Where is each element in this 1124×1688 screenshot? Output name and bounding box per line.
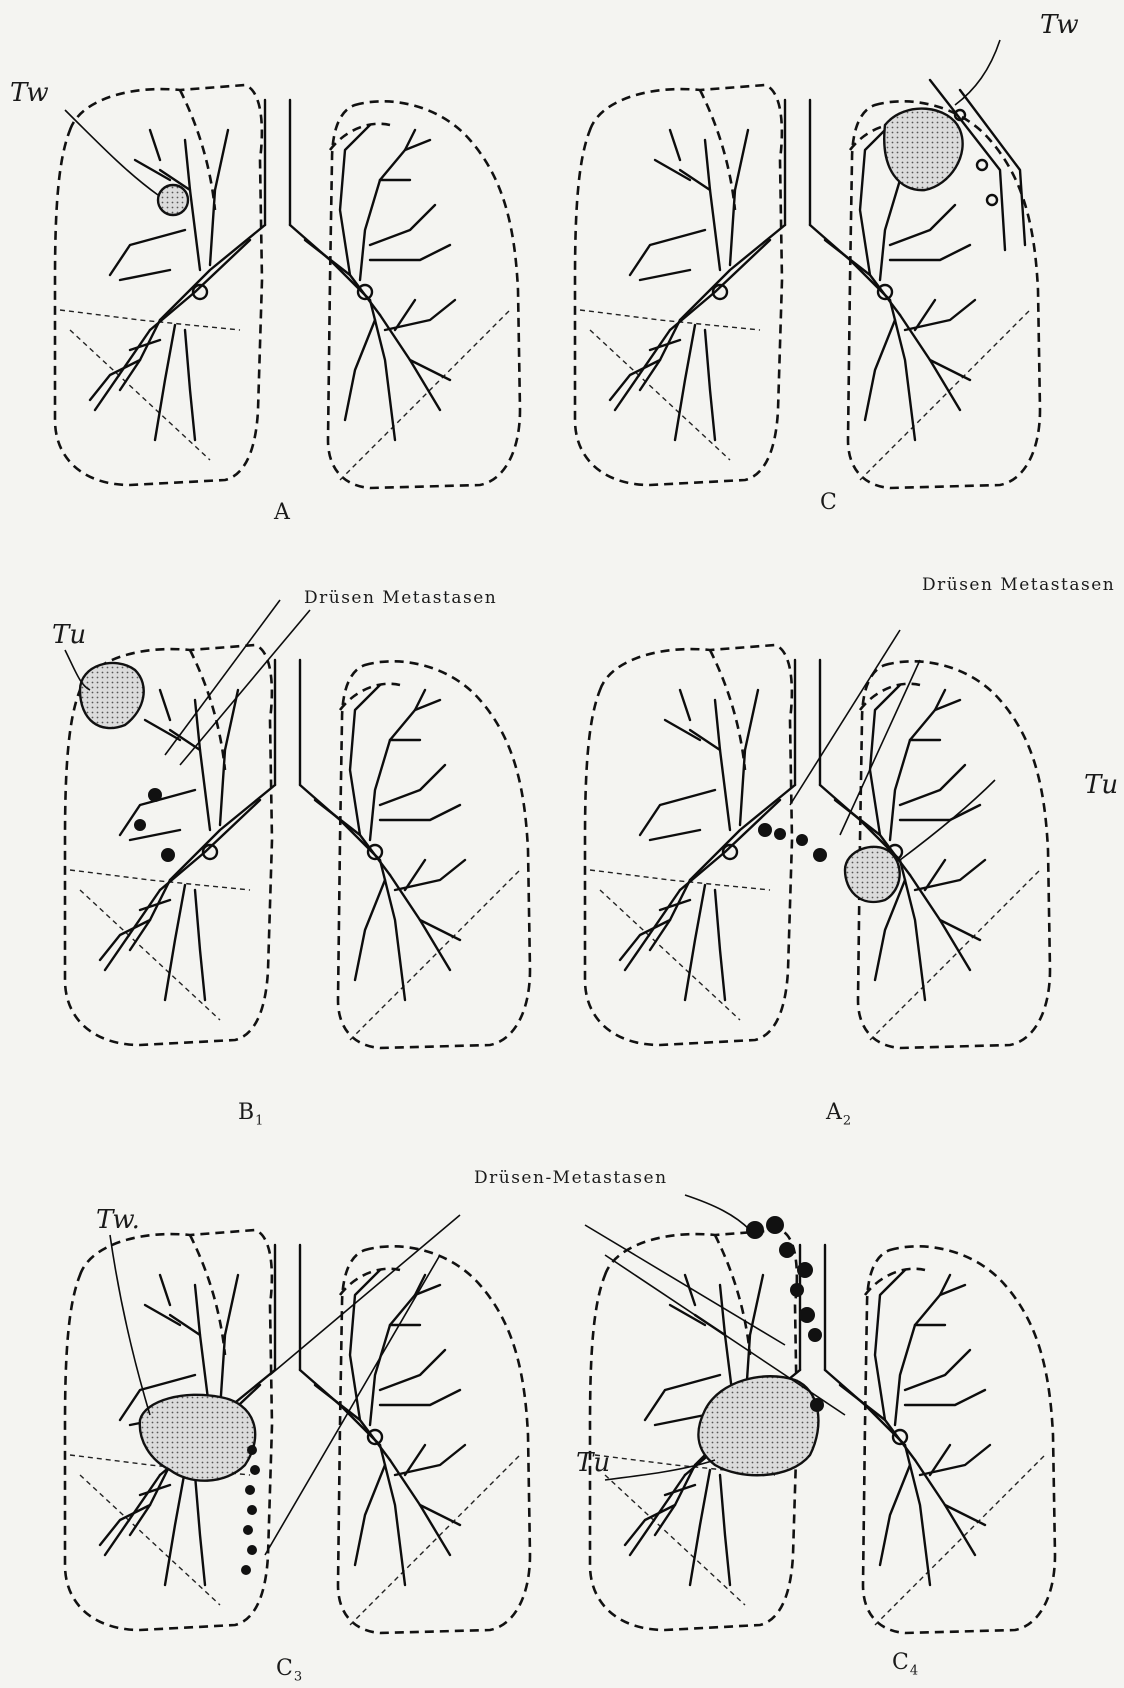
tumor-c4	[698, 1376, 818, 1475]
tumor-a2	[845, 847, 900, 902]
tumor-c	[884, 109, 962, 191]
tumor-label-b1: Tu	[52, 620, 86, 650]
caption-a2: A2	[826, 1100, 852, 1128]
heading-c3: Drüsen-Metastasen	[474, 1168, 668, 1188]
tumor-c3	[140, 1395, 255, 1481]
tumor-label-c3: Tw.	[96, 1205, 140, 1235]
panel-a2-diagram	[585, 630, 1050, 1048]
caption-b1: B1	[238, 1100, 264, 1128]
panel-c4-diagram	[585, 1195, 1055, 1633]
tumor-a	[158, 185, 188, 215]
caption-c3: C3	[276, 1656, 303, 1684]
tumor-b1	[80, 663, 144, 728]
panel-c3-diagram	[65, 1215, 530, 1633]
tumor-label-a2: Tu	[1084, 770, 1118, 800]
caption-c: C	[820, 490, 838, 518]
heading-b1: Drüsen Metastasen	[304, 588, 497, 608]
tumor-label-c: Tw	[1040, 10, 1079, 40]
panel-b1-diagram	[65, 600, 530, 1048]
heading-a2: Drüsen Metastasen	[922, 575, 1115, 595]
tumor-label-a: Tw	[10, 78, 49, 108]
panel-a-diagram	[55, 85, 520, 488]
tumor-label-c4: Tu	[576, 1448, 610, 1478]
panel-c-diagram	[575, 40, 1040, 488]
caption-a: A	[274, 500, 291, 528]
caption-c4: C4	[892, 1650, 919, 1678]
